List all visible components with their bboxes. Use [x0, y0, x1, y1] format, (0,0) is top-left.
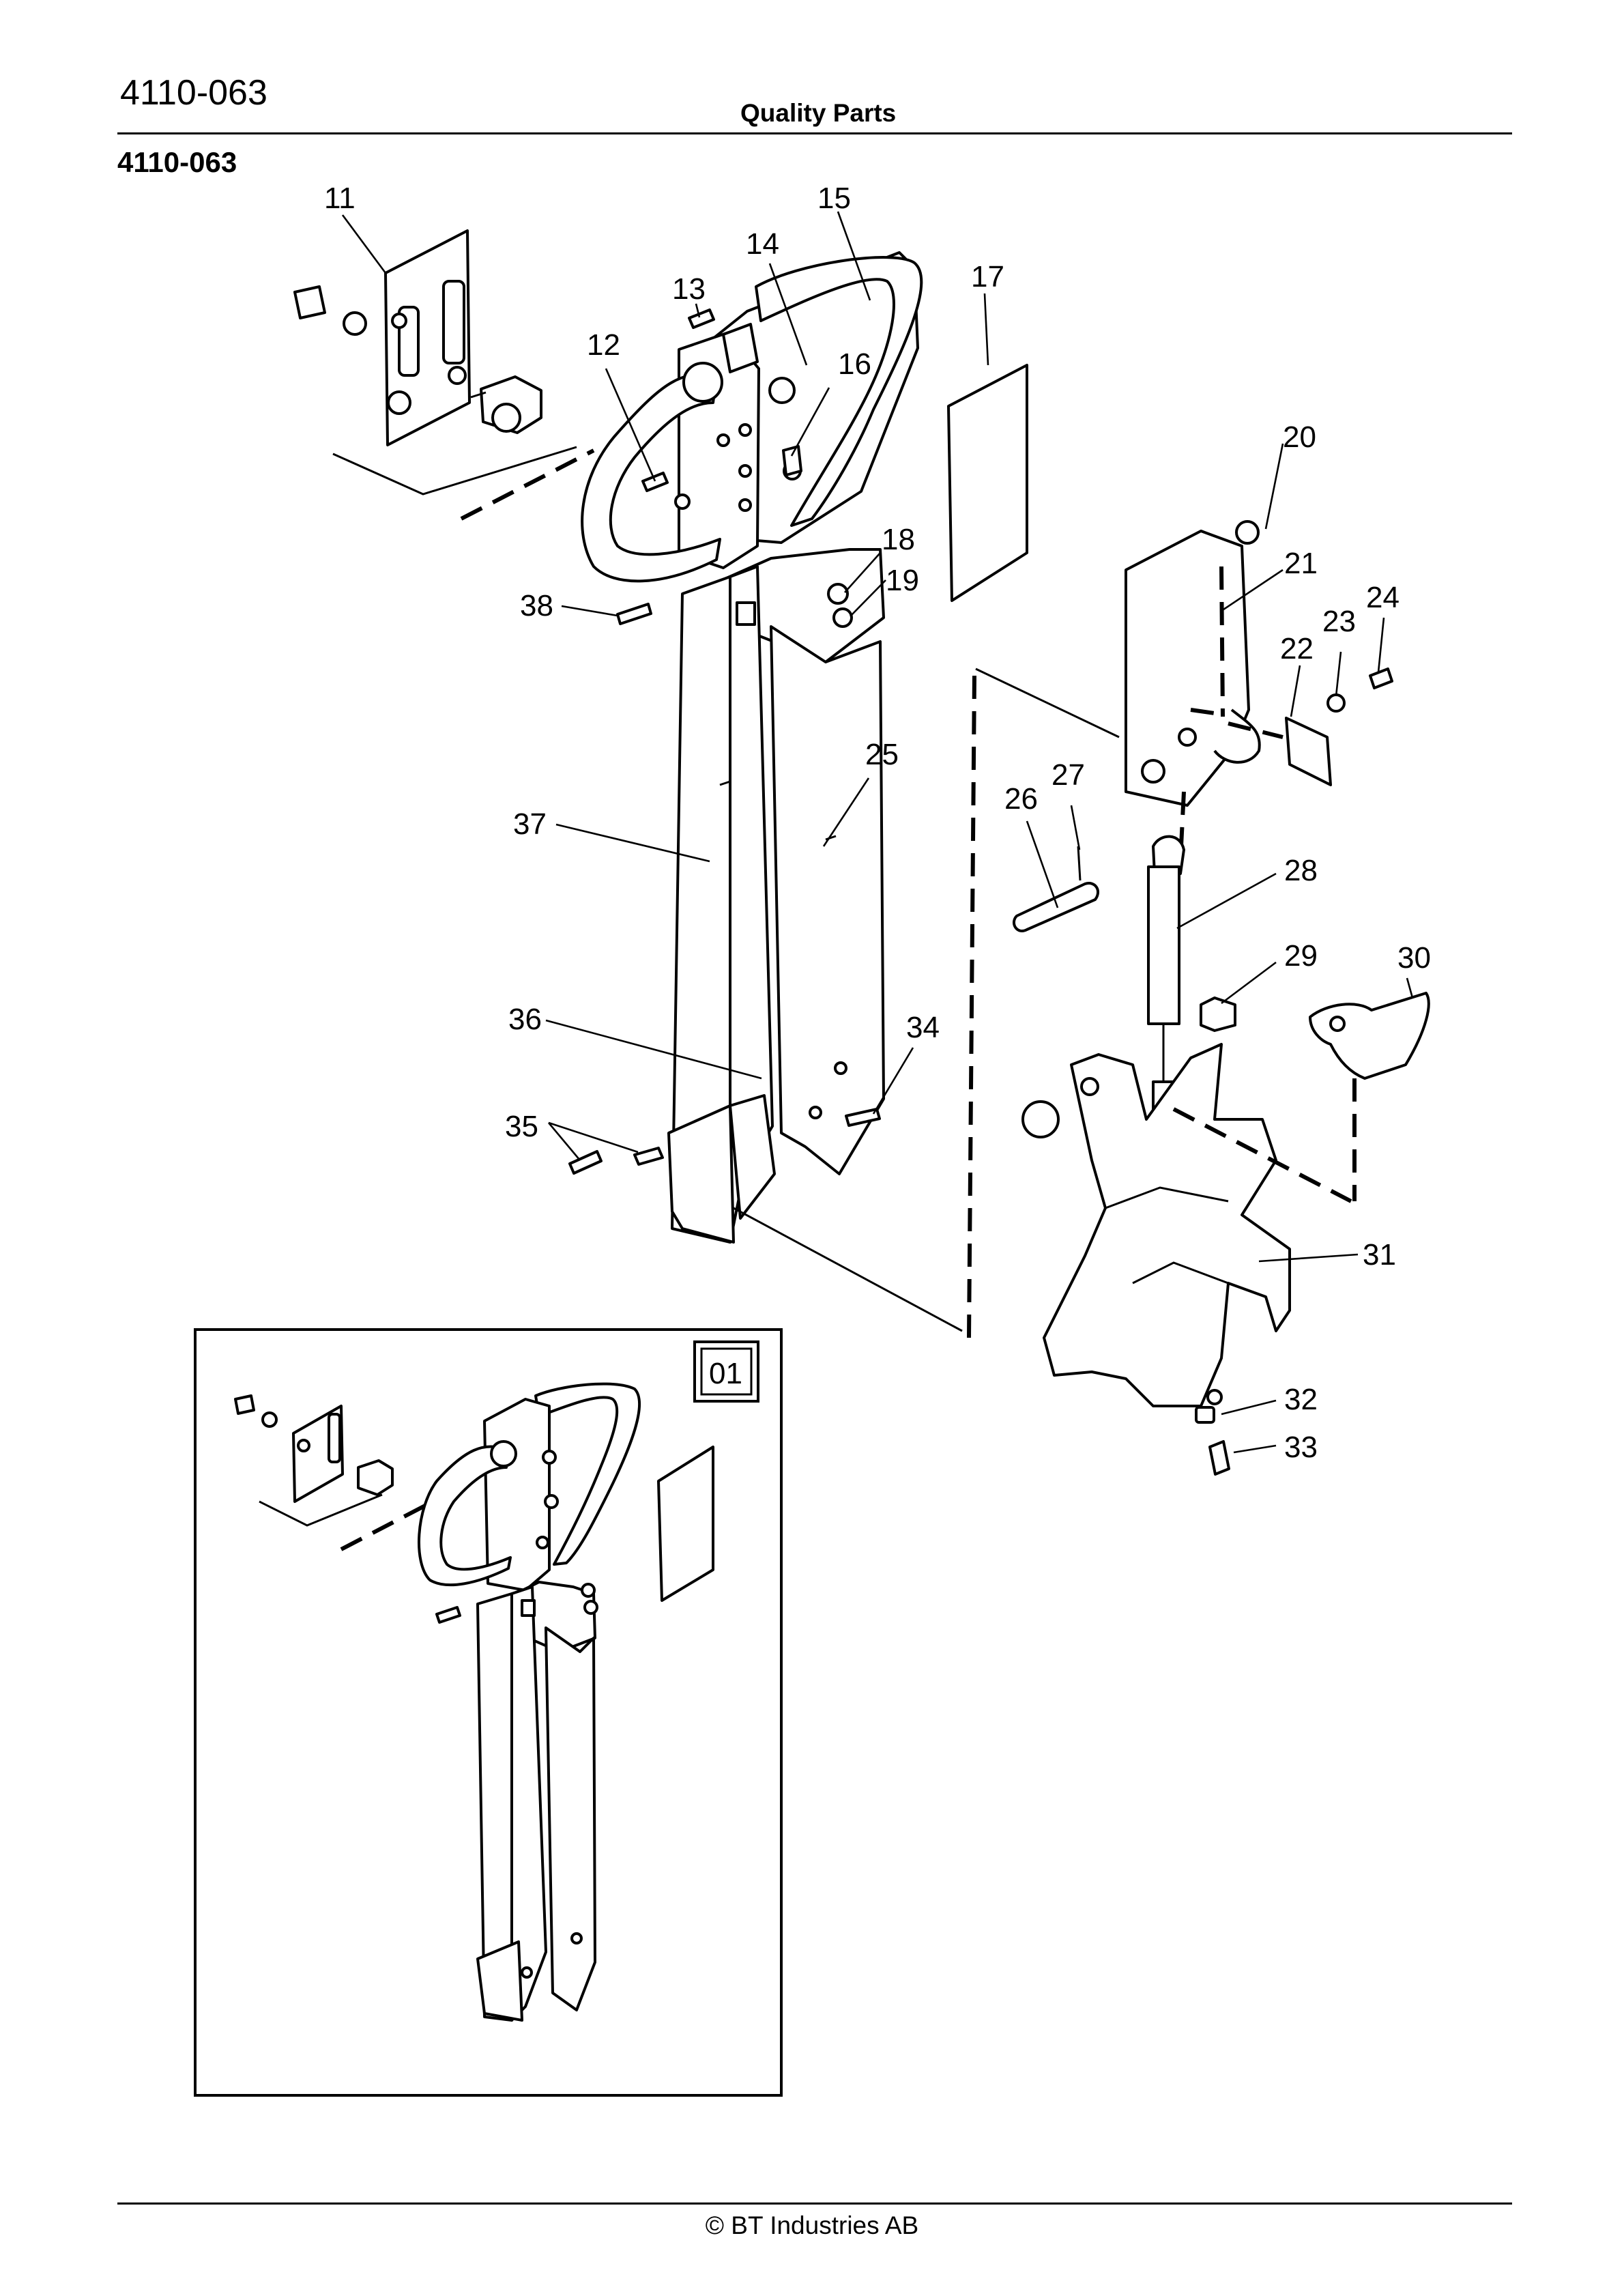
callout-13: 13 — [672, 272, 706, 306]
footer-copyright: © BT Industries AB — [705, 2211, 919, 2239]
callout-24: 24 — [1366, 581, 1400, 614]
callout-25: 25 — [865, 738, 899, 771]
tiller-head — [581, 251, 923, 583]
callout-34: 34 — [906, 1011, 940, 1044]
callout-30: 30 — [1397, 941, 1431, 975]
inset-variant-01: 01 — [194, 1328, 783, 2097]
callout-12: 12 — [587, 328, 620, 362]
tiller-arm — [667, 548, 885, 1244]
callout-17: 17 — [971, 260, 1004, 293]
callout-19: 19 — [886, 564, 919, 597]
callout-27: 27 — [1052, 758, 1085, 792]
mount-bracket-30 — [1309, 992, 1430, 1080]
callout-11: 11 — [324, 182, 356, 215]
header-title: Quality Parts — [740, 99, 897, 127]
diagram-title: 4110-063 — [117, 146, 237, 178]
gas-spring-28 — [1147, 835, 1236, 1110]
pin-26 — [1013, 846, 1099, 932]
dashed-assembly-line — [460, 448, 595, 521]
callout-36: 36 — [508, 1003, 542, 1036]
callout-18: 18 — [882, 523, 915, 556]
footer-rule — [117, 2202, 1512, 2205]
callout-15: 15 — [817, 182, 851, 215]
callout-23: 23 — [1322, 605, 1356, 638]
callout-37: 37 — [513, 807, 547, 841]
leader-lines — [341, 211, 1414, 1454]
callout-29: 29 — [1284, 939, 1318, 973]
bracket-plate-11 — [293, 229, 577, 496]
callout-28: 28 — [1284, 854, 1318, 887]
spring-bracket — [1125, 520, 1393, 807]
callout-21: 21 — [1284, 547, 1318, 580]
callout-38: 38 — [520, 589, 553, 622]
callout-33: 33 — [1284, 1431, 1318, 1464]
callout-22: 22 — [1280, 632, 1314, 665]
callout-26: 26 — [1004, 782, 1038, 816]
callout-14: 14 — [746, 227, 779, 261]
callout-31: 31 — [1363, 1238, 1396, 1272]
header-rule — [117, 132, 1512, 134]
callout-16: 16 — [838, 347, 871, 381]
cover-plate-17 — [947, 364, 1028, 602]
callout-35: 35 — [505, 1110, 538, 1143]
callout-32: 32 — [1284, 1383, 1318, 1416]
document-number: 4110-063 — [120, 73, 267, 113]
inset-label: 01 — [709, 1357, 742, 1390]
base-casting-31 — [1021, 1043, 1291, 1476]
callout-20: 20 — [1283, 420, 1316, 454]
